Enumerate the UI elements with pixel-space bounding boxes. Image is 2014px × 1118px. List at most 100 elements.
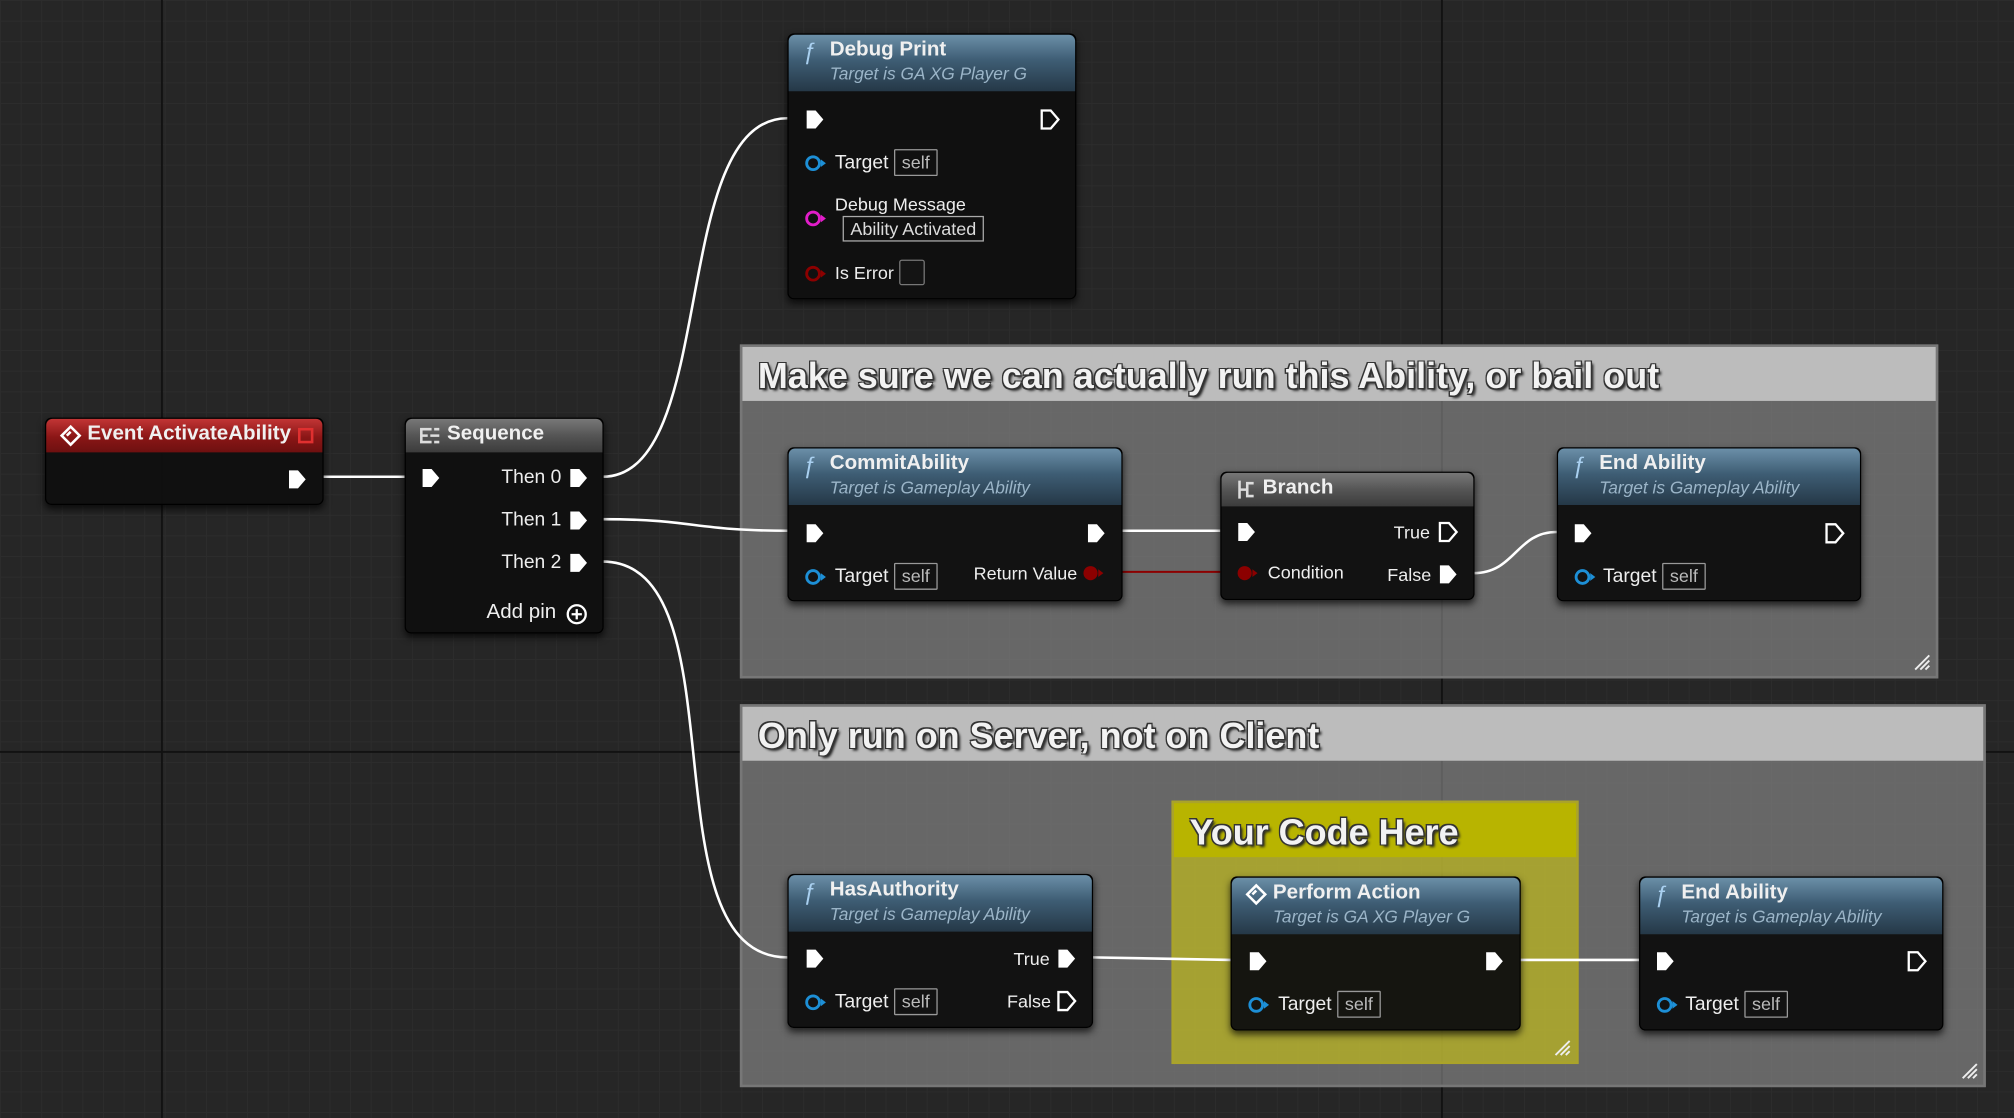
exec-in-pin-icon[interactable] <box>803 108 826 131</box>
node-subtitle: Target is Gameplay Ability <box>829 904 1030 924</box>
object-pin-icon[interactable] <box>1574 567 1597 588</box>
exec-out-pin-icon[interactable] <box>1038 108 1061 131</box>
node-title: CommitAbility <box>829 452 970 475</box>
target-self-field[interactable]: self <box>1337 990 1381 1018</box>
is-error-checkbox[interactable] <box>899 259 925 286</box>
exec-in-pin-icon[interactable] <box>1571 522 1594 545</box>
exec-out-pin-icon[interactable] <box>1823 522 1846 545</box>
node-header[interactable]: ƒ HasAuthority Target is Gameplay Abilit… <box>788 875 1092 932</box>
node-header[interactable]: Perform Action Target is GA XG Player G <box>1231 877 1520 935</box>
node-header[interactable]: ƒ End Ability Target is Gameplay Ability <box>1558 448 1860 506</box>
true-label: True <box>1013 948 1050 969</box>
object-pin-icon[interactable] <box>1656 995 1679 1016</box>
target-label: Target <box>1685 993 1739 1016</box>
exec-out-pin-icon[interactable] <box>1482 950 1505 973</box>
false-exec-pin-icon[interactable] <box>1436 563 1459 586</box>
add-pin-icon[interactable] <box>565 603 588 626</box>
node-has-authority[interactable]: ƒ HasAuthority Target is Gameplay Abilit… <box>787 873 1094 1029</box>
target-label: Target <box>834 565 889 588</box>
then1-label: Then 1 <box>501 508 562 531</box>
node-title: Event ActivateAbility <box>87 422 292 445</box>
node-perform-action[interactable]: Perform Action Target is GA XG Player G … <box>1230 876 1521 1031</box>
then2-exec-pin-icon[interactable] <box>566 551 589 574</box>
branch-icon <box>1238 480 1254 499</box>
then1-exec-pin-icon[interactable] <box>566 509 589 532</box>
resize-handle-icon[interactable] <box>1553 1038 1571 1056</box>
target-self-field[interactable]: self <box>1662 562 1706 590</box>
comment-title-commit[interactable]: Make sure we can actually run this Abili… <box>742 346 1936 401</box>
exec-in-pin-icon[interactable] <box>1653 950 1676 973</box>
target-self-field[interactable]: self <box>894 988 938 1016</box>
target-self-field[interactable]: self <box>1744 990 1788 1018</box>
function-icon: ƒ <box>802 452 816 479</box>
then0-exec-pin-icon[interactable] <box>566 466 589 489</box>
node-subtitle: Target is Gameplay Ability <box>829 478 1030 498</box>
debug-message-field[interactable]: Ability Activated <box>842 215 984 242</box>
condition-label: Condition <box>1267 561 1344 583</box>
bool-pin-icon[interactable] <box>804 263 827 284</box>
object-pin-icon[interactable] <box>804 567 827 588</box>
node-event-activate-ability[interactable]: Event ActivateAbility <box>44 417 324 506</box>
comment-title-server[interactable]: Only run on Server, not on Client <box>742 706 1984 761</box>
resize-handle-icon[interactable] <box>1913 653 1931 671</box>
true-exec-pin-icon[interactable] <box>1436 520 1459 543</box>
object-pin-icon[interactable] <box>804 153 827 174</box>
exec-in-pin-icon[interactable] <box>803 522 826 545</box>
exec-in-pin-icon[interactable] <box>419 466 442 489</box>
resize-handle-icon[interactable] <box>1960 1061 1978 1079</box>
node-end-ability-2[interactable]: ƒ End Ability Target is Gameplay Ability… <box>1639 876 1944 1031</box>
target-self-field[interactable]: self <box>894 562 938 590</box>
function-icon: ƒ <box>802 878 816 905</box>
target-label: Target <box>1603 565 1657 588</box>
node-header[interactable]: ƒ End Ability Target is Gameplay Ability <box>1640 877 1943 935</box>
object-pin-icon[interactable] <box>804 992 827 1013</box>
exec-out-pin-icon[interactable] <box>1905 950 1928 973</box>
function-icon: ƒ <box>1654 881 1668 908</box>
debug-message-label: Debug Message <box>834 194 966 215</box>
node-header[interactable]: Sequence <box>405 418 603 453</box>
delegate-pin-icon[interactable] <box>297 427 315 445</box>
node-title: HasAuthority <box>829 878 959 901</box>
node-title: Branch <box>1262 476 1334 499</box>
exec-in-pin-icon[interactable] <box>1234 520 1257 543</box>
false-label: False <box>1387 564 1432 585</box>
comment-title-code[interactable]: Your Code Here <box>1174 803 1577 858</box>
node-subtitle: Target is Gameplay Ability <box>1599 478 1800 498</box>
exec-out-pin-icon[interactable] <box>1084 522 1107 545</box>
is-error-label: Is Error <box>834 262 894 283</box>
return-value-label: Return Value <box>973 562 1078 584</box>
bool-return-pin-icon[interactable] <box>1082 563 1105 584</box>
target-self-field[interactable]: self <box>894 149 938 177</box>
exec-out-pin-icon[interactable] <box>285 468 308 491</box>
node-commit-ability[interactable]: ƒ CommitAbility Target is Gameplay Abili… <box>787 447 1123 602</box>
node-subtitle: Target is Gameplay Ability <box>1681 907 1882 927</box>
target-label: Target <box>834 990 889 1013</box>
true-label: True <box>1393 521 1430 543</box>
node-title: Sequence <box>447 422 545 445</box>
exec-in-pin-icon[interactable] <box>1246 950 1269 973</box>
node-subtitle: Target is GA XG Player G <box>829 64 1028 84</box>
node-header[interactable]: ƒ Debug Print Target is GA XG Player G <box>788 34 1076 92</box>
true-exec-pin-icon[interactable] <box>1055 947 1078 970</box>
node-title: End Ability <box>1599 452 1706 475</box>
false-label: False <box>1007 990 1052 1012</box>
node-header[interactable]: Branch <box>1221 472 1474 507</box>
node-header[interactable]: ƒ CommitAbility Target is Gameplay Abili… <box>788 448 1122 506</box>
event-icon <box>59 424 82 447</box>
node-title: Perform Action <box>1272 881 1421 904</box>
condition-bool-pin-icon[interactable] <box>1236 563 1259 584</box>
target-label: Target <box>1278 993 1332 1016</box>
node-title: Debug Print <box>829 38 947 61</box>
node-header[interactable]: Event ActivateAbility <box>46 418 323 453</box>
node-debug-print[interactable]: ƒ Debug Print Target is GA XG Player G T… <box>787 33 1077 300</box>
string-pin-icon[interactable] <box>804 208 827 229</box>
node-branch[interactable]: Branch True Condition False <box>1220 471 1475 601</box>
add-pin-button[interactable]: Add pin <box>486 601 557 624</box>
false-exec-pin-icon[interactable] <box>1055 989 1078 1012</box>
node-subtitle: Target is GA XG Player G <box>1272 907 1471 927</box>
exec-in-pin-icon[interactable] <box>803 947 826 970</box>
object-pin-icon[interactable] <box>1247 995 1270 1016</box>
then0-label: Then 0 <box>501 466 562 489</box>
node-end-ability-1[interactable]: ƒ End Ability Target is Gameplay Ability… <box>1556 447 1862 602</box>
node-sequence[interactable]: Sequence Then 0 Then 1 Then 2 Add pin <box>404 417 604 634</box>
